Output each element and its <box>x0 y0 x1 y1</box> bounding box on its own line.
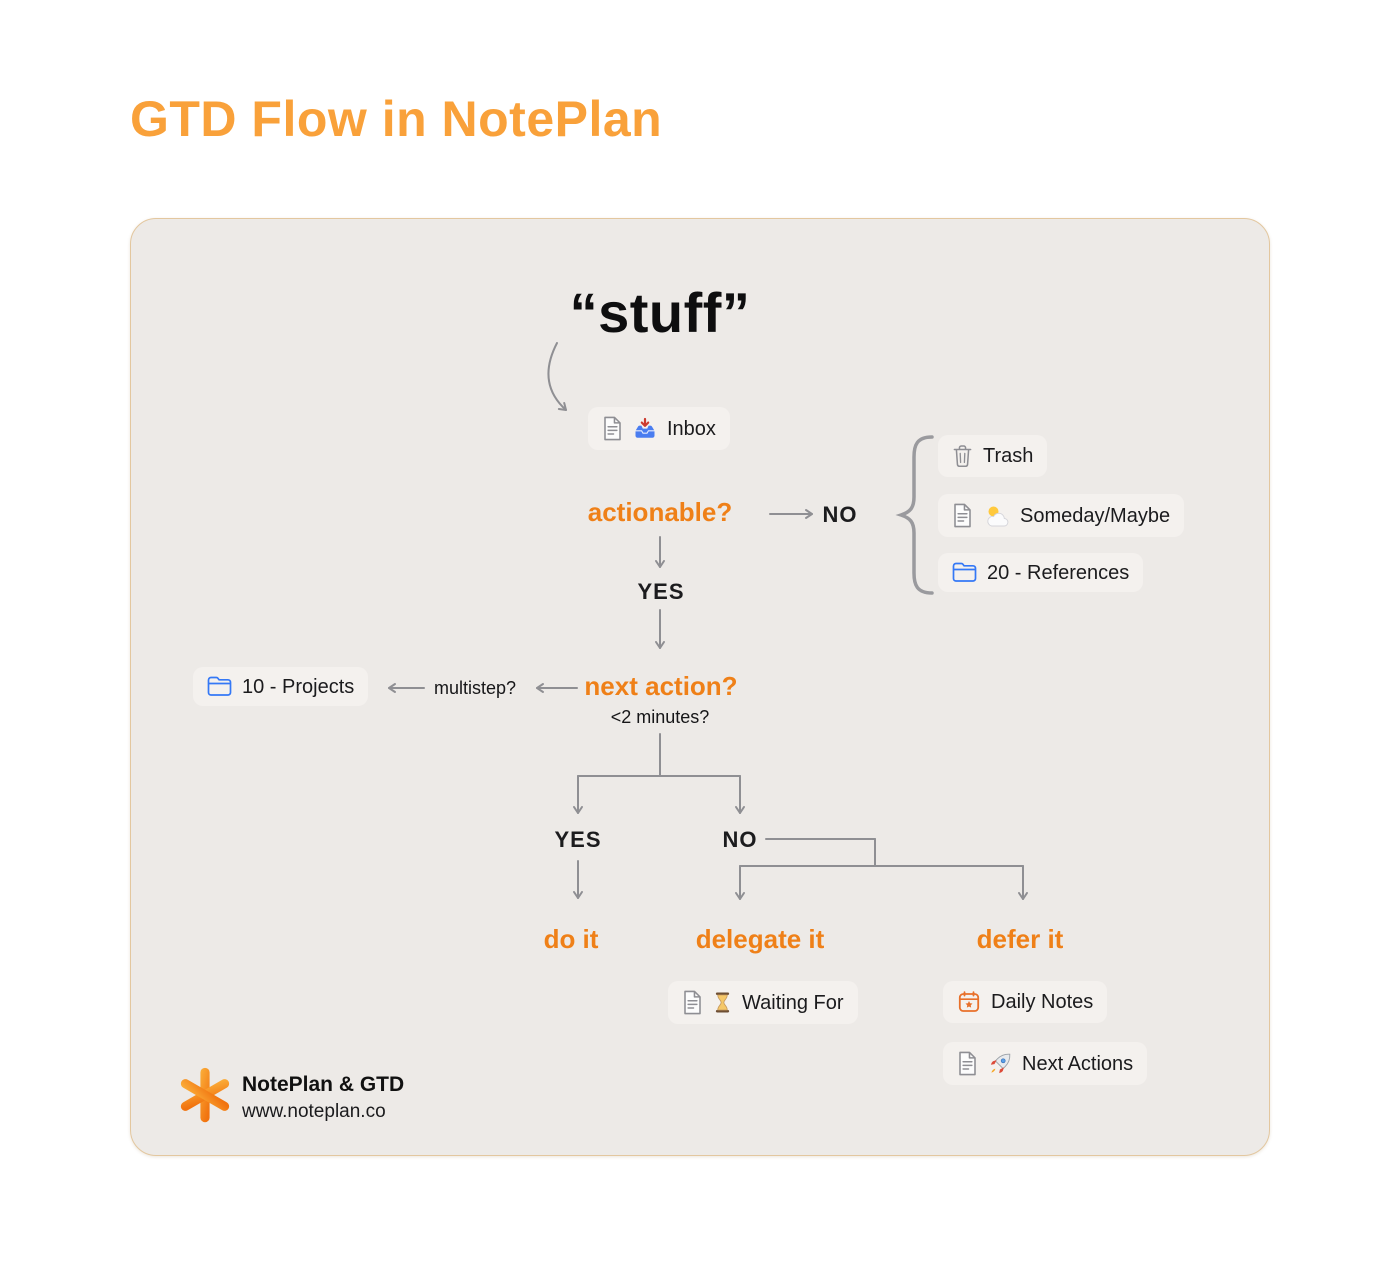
footer-brand: NotePlan & GTD <box>242 1073 405 1096</box>
inbox-node: Inbox <box>588 407 730 450</box>
inbox-icon <box>633 417 657 441</box>
trash-node: Trash <box>938 435 1048 477</box>
footer-url: www.noteplan.co <box>242 1101 386 1122</box>
projects-label: 10 - Projects <box>242 675 355 698</box>
hourglass-icon <box>713 991 732 1014</box>
inbox-label: Inbox <box>667 417 716 440</box>
sun-behind-cloud-icon <box>983 504 1010 528</box>
page-title: GTD Flow in NotePlan <box>130 91 663 147</box>
document-icon <box>602 416 623 441</box>
references-node: 20 - References <box>938 553 1144 592</box>
next-actions-node: Next Actions <box>943 1042 1148 1085</box>
two-minutes-label: <2 minutes? <box>610 707 710 727</box>
two-min-no-label: NO <box>722 827 758 852</box>
daily-notes-node: Daily Notes <box>943 981 1108 1023</box>
document-icon <box>682 990 703 1015</box>
trash-label: Trash <box>983 445 1034 467</box>
waiting-for-label: Waiting For <box>742 991 844 1014</box>
rocket-icon <box>988 1052 1012 1076</box>
next-actions-label: Next Actions <box>1022 1052 1134 1075</box>
someday-node: Someday/Maybe <box>938 494 1185 537</box>
waiting-for-node: Waiting For <box>668 981 858 1024</box>
document-icon <box>957 1051 978 1076</box>
actionable-yes-label: YES <box>637 579 685 604</box>
actionable-no-label: NO <box>822 502 858 527</box>
two-min-yes-label: YES <box>554 827 602 852</box>
stuff-label: “stuff” <box>569 281 751 344</box>
multistep-label: multistep? <box>433 678 517 698</box>
actionable-question: actionable? <box>587 497 733 527</box>
calendar-icon <box>957 990 981 1014</box>
references-label: 20 - References <box>987 561 1130 584</box>
noteplan-logo-icon <box>176 1066 234 1124</box>
defer-it-label: defer it <box>976 924 1064 954</box>
someday-label: Someday/Maybe <box>1020 504 1171 527</box>
trash-icon <box>952 444 973 468</box>
projects-node: 10 - Projects <box>193 667 369 706</box>
document-icon <box>952 503 973 528</box>
folder-icon <box>952 562 977 583</box>
delegate-it-label: delegate it <box>695 924 825 954</box>
next-action-question: next action? <box>584 671 738 701</box>
do-it-label: do it <box>543 924 599 954</box>
daily-notes-label: Daily Notes <box>991 991 1094 1013</box>
folder-icon <box>207 676 232 697</box>
